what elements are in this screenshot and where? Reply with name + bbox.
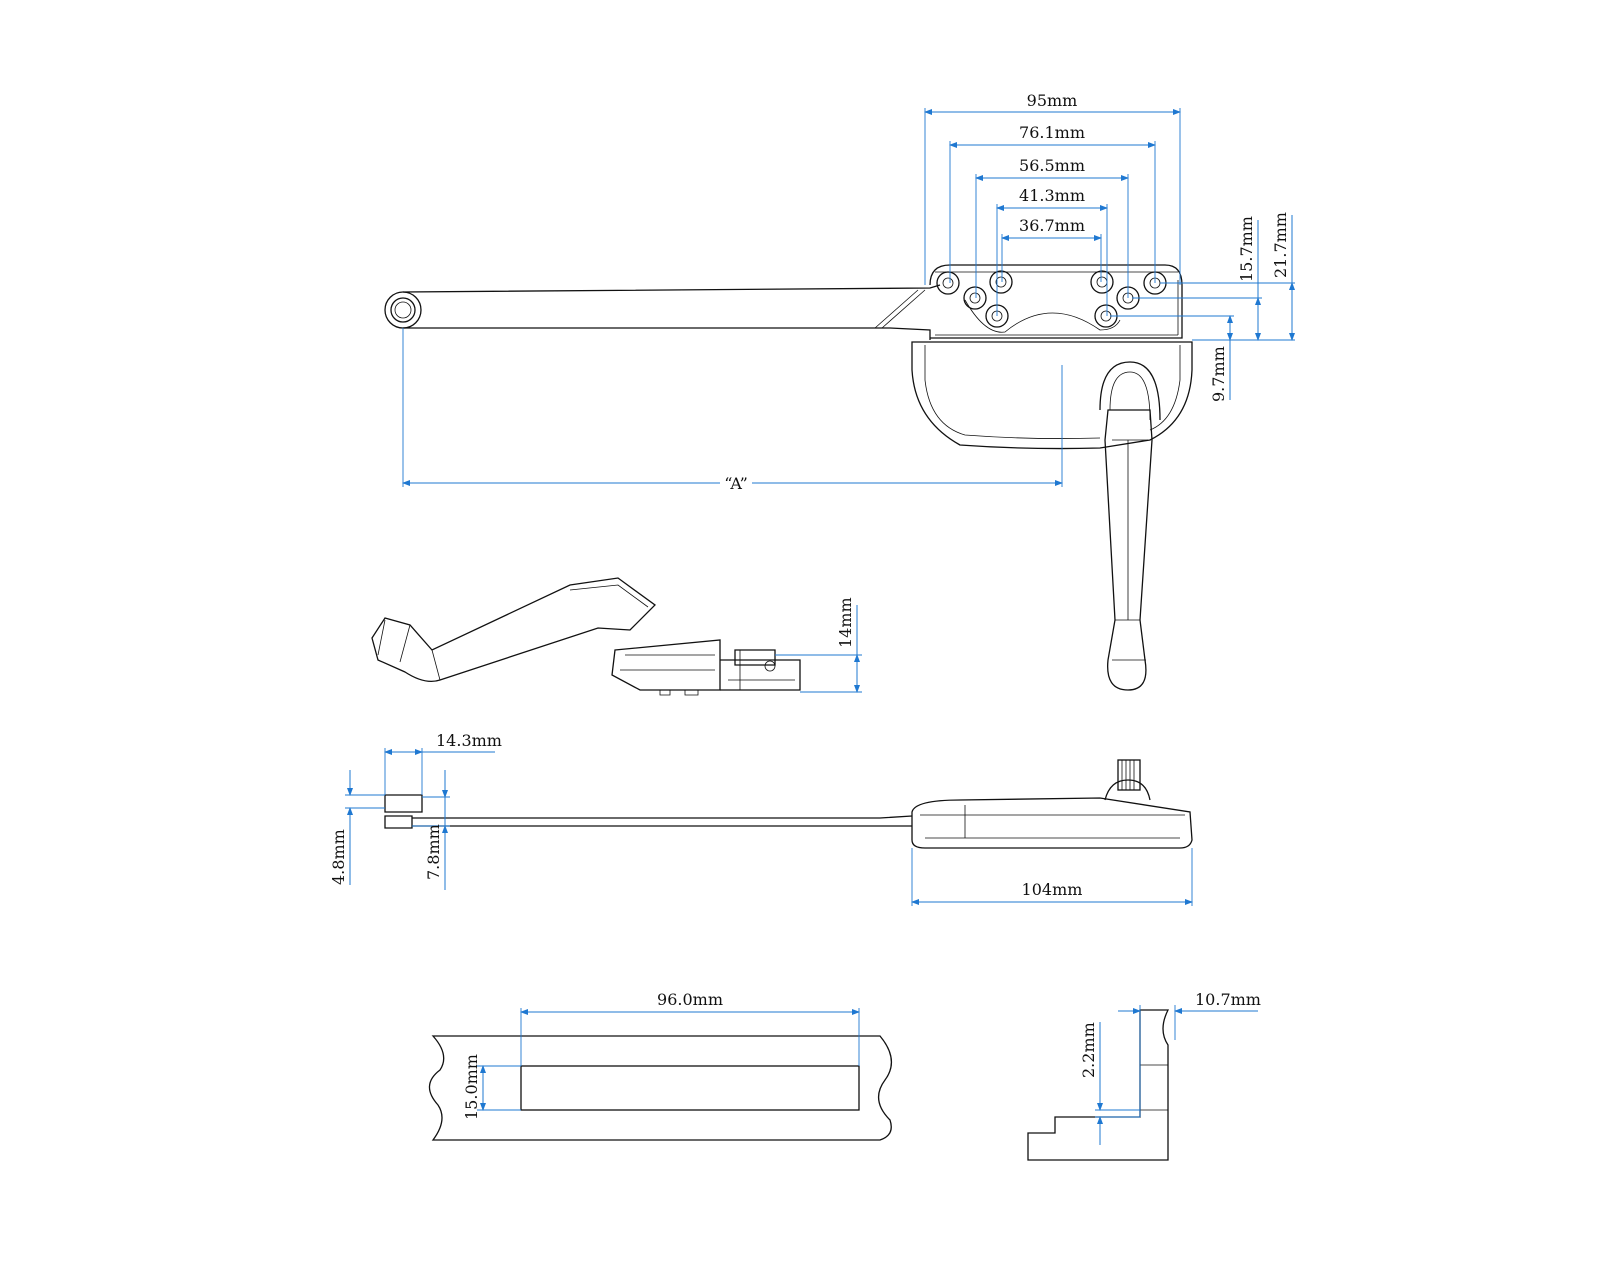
dimension-14mm: 14mm — [775, 597, 862, 693]
dim-label-96mm: 96.0mm — [657, 990, 723, 1009]
dim-label-a: “A” — [724, 474, 748, 493]
dimension-14-3mm: 14.3mm — [384, 731, 502, 795]
dim-label-104mm: 104mm — [1022, 880, 1083, 899]
mounting-plate — [929, 264, 1183, 339]
dim-label-41mm: 41.3mm — [1019, 186, 1085, 205]
dim-label-15mm: 15.0mm — [462, 1054, 481, 1120]
dimension-76mm: 76.1mm — [949, 123, 1156, 283]
dim-label-14mm: 14mm — [836, 597, 855, 648]
cutout-slot — [520, 1065, 860, 1111]
dimension-36mm: 36.7mm — [1001, 216, 1102, 282]
dim-label-10-7mm: 10.7mm — [1195, 990, 1261, 1009]
dimension-4-8mm: 4.8mm — [329, 770, 385, 885]
mounting-holes — [936, 270, 1167, 328]
dim-label-76mm: 76.1mm — [1019, 123, 1085, 142]
operator-arm — [384, 284, 941, 340]
dim-label-56mm: 56.5mm — [1019, 156, 1085, 175]
top-view-operator — [384, 264, 1193, 691]
dimension-95mm: 95mm — [924, 91, 1181, 285]
dimension-104mm: 104mm — [911, 848, 1193, 906]
dimension-10-7mm: 10.7mm — [1118, 990, 1261, 1117]
operator-housing — [911, 341, 1193, 450]
front-view-operator — [384, 759, 1193, 849]
dim-label-2-2mm: 2.2mm — [1079, 1022, 1098, 1078]
dimension-7-8mm: 7.8mm — [412, 770, 450, 890]
dim-label-36mm: 36.7mm — [1019, 216, 1085, 235]
sill-profile-view — [1027, 1009, 1170, 1161]
dimension-2-2mm: 2.2mm — [1079, 1022, 1140, 1145]
dim-label-95mm: 95mm — [1027, 91, 1078, 110]
dim-label-14-3mm: 14.3mm — [436, 731, 502, 750]
crank-handle — [1099, 361, 1161, 691]
side-view-operator — [371, 577, 801, 696]
sill-cutout-view — [428, 1035, 892, 1141]
dimension-96mm: 96.0mm — [520, 990, 860, 1066]
dim-label-9-7mm: 9.7mm — [1209, 346, 1228, 402]
dimension-41mm: 41.3mm — [996, 186, 1108, 316]
dimension-vertical-set: 15.7mm 21.7mm 9.7mm — [1110, 212, 1295, 402]
dim-label-4-8mm: 4.8mm — [329, 829, 348, 885]
dimension-a: “A” — [402, 328, 1063, 493]
dim-label-7-8mm: 7.8mm — [424, 824, 443, 880]
dimension-56mm: 56.5mm — [975, 156, 1129, 298]
dim-label-21-7mm: 21.7mm — [1271, 212, 1290, 278]
dimension-15mm: 15.0mm — [462, 1054, 521, 1120]
dim-label-15-7mm: 15.7mm — [1237, 216, 1256, 282]
